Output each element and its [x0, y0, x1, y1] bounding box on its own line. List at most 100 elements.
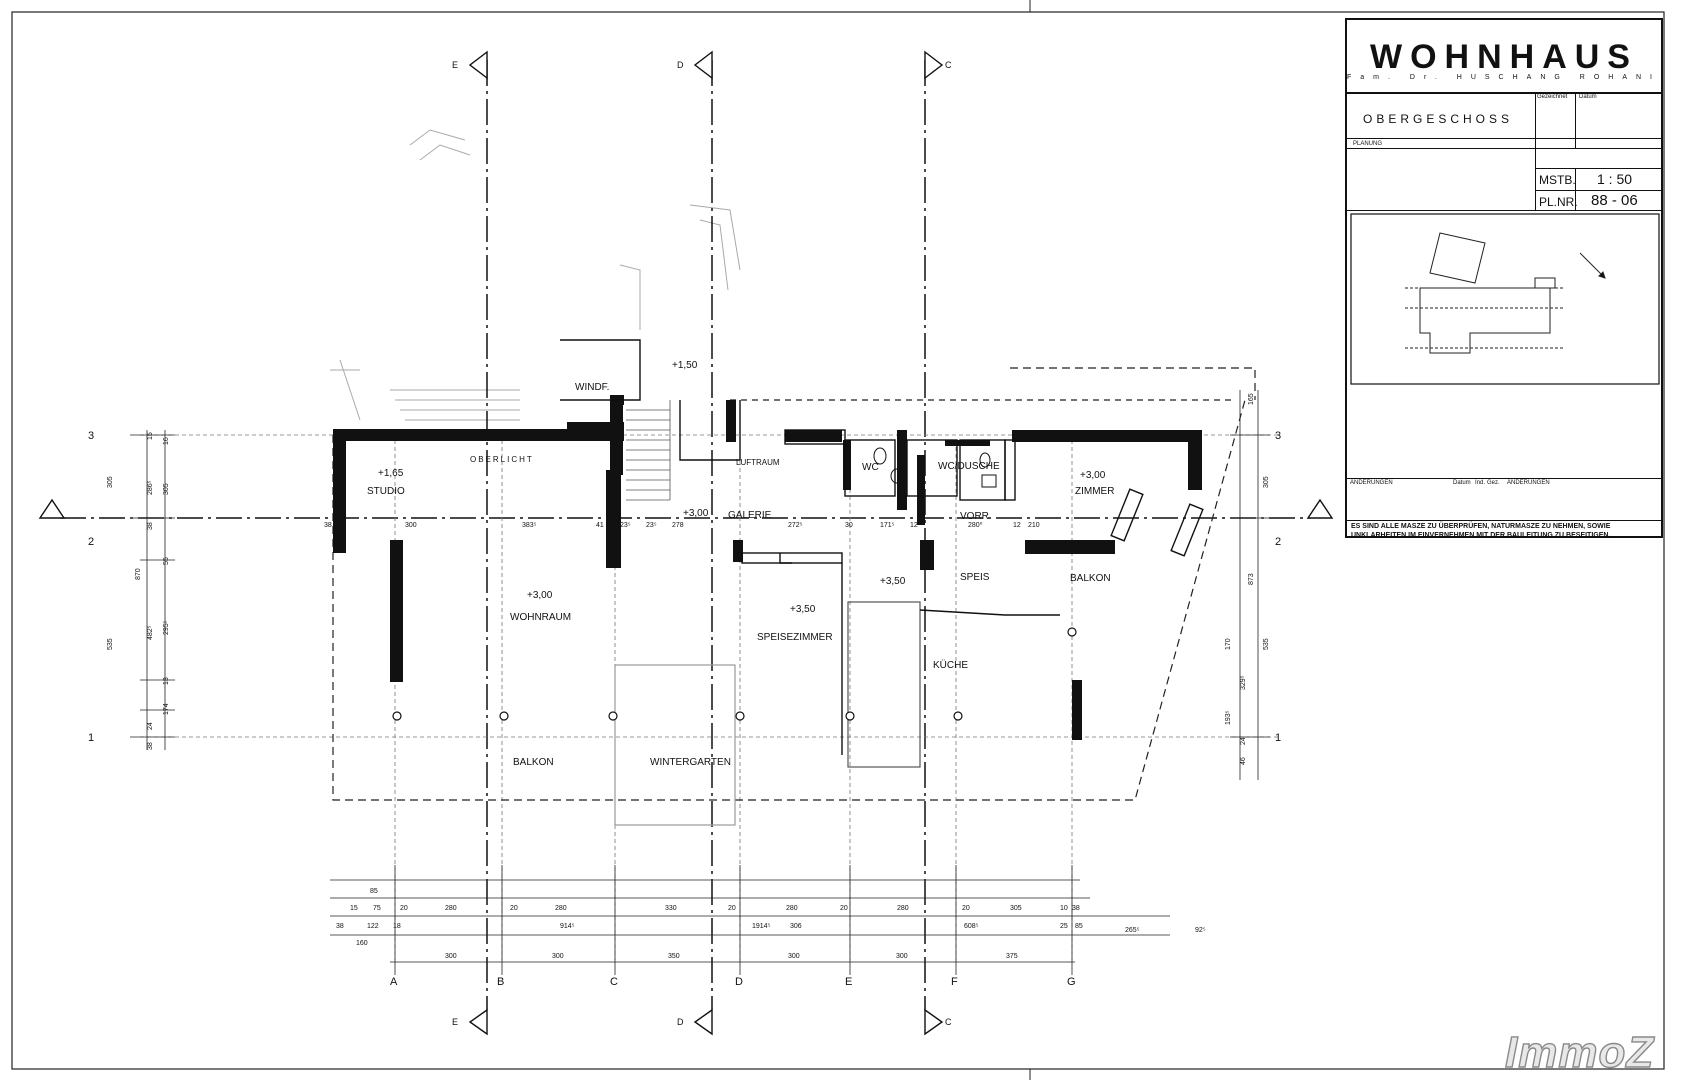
dim-text: 300: [445, 953, 457, 960]
key-plan: [1350, 213, 1660, 385]
dim-text: 13: [163, 677, 170, 685]
section-marker-d-bottom: [693, 1008, 713, 1036]
dim-text: 280⁰: [968, 521, 983, 529]
dim-text: 608⁵: [964, 923, 979, 930]
tb-divider: [1347, 478, 1661, 479]
dim-text: 75: [373, 905, 381, 912]
bottom-dimensions: [330, 865, 1170, 975]
section-lines: [60, 60, 1310, 1010]
dim-text: 122: [367, 923, 379, 930]
dim-text: 305: [107, 476, 114, 488]
axis-row-1-right: 1: [1275, 732, 1281, 744]
label-oberlicht: OBERLICHT: [470, 455, 534, 464]
floor-name: OBERGESCHOSS: [1363, 112, 1514, 126]
dim-text: 18: [393, 923, 401, 930]
section-marker-d-top: [693, 50, 713, 80]
watermark-logo: ImmoZ: [1504, 1027, 1655, 1077]
room-label-speisezimmer: SPEISEZIMMER: [757, 632, 833, 643]
gezeichnet-label: Gezeichnet: [1537, 94, 1568, 100]
level-speisezimmer: +3,50: [790, 604, 816, 615]
axis-row-2-left: 2: [88, 536, 94, 548]
room-label-luftraum: LUFTRAUM: [736, 458, 780, 467]
dim-text: 193⁵: [1225, 710, 1232, 725]
dim-text: 20: [728, 905, 736, 912]
axis-col-a: A: [390, 976, 398, 988]
dim-text: 873: [1248, 573, 1255, 585]
section-marker-e-bottom: [468, 1008, 488, 1036]
title-header: WOHNHAUS Fam. Dr. HUSCHANG ROHANI: [1347, 20, 1661, 94]
changes-gez: Gez.: [1487, 480, 1500, 486]
dim-text: 306: [790, 923, 802, 930]
dim-text: 25: [1060, 923, 1068, 930]
right-dimension-texts: 165 305 873 535 170 329⁵ 193⁵ 24 46: [1225, 393, 1270, 765]
dim-text: 38: [324, 522, 332, 529]
dim-text: 300: [788, 953, 800, 960]
dim-text: 286⁵: [147, 480, 154, 495]
section-marker-c-bottom: [924, 1008, 944, 1036]
columns: [392, 627, 1077, 721]
dim-text: 20: [962, 905, 970, 912]
dim-text: 914⁵: [560, 923, 575, 930]
dim-text: 210: [1028, 522, 1040, 529]
axis-col-d: D: [735, 976, 743, 988]
dim-text: 30: [845, 522, 853, 529]
section-letters: E D C C D E: [452, 60, 952, 1027]
dim-text: 870: [135, 568, 142, 580]
bottom-dimension-texts: 85 15 75 20 280 20 280 330 20 280 20 280…: [336, 888, 1206, 960]
dim-text: 305: [163, 483, 170, 495]
room-label-wintergarten: WINTERGARTEN: [650, 757, 731, 768]
plan-no-value: 88 - 06: [1591, 192, 1638, 209]
left-dimension-texts: 305 286⁵ 305 870 535 482⁵ 295⁵ 15 16 38 …: [107, 432, 170, 750]
dim-text: 272⁵: [788, 522, 803, 529]
tb-divider: [1347, 138, 1661, 139]
room-label-balkon-south: BALKON: [513, 757, 554, 768]
section-letter-d-top: D: [677, 60, 684, 70]
room-label-galerie: GALERIE: [728, 510, 772, 521]
dim-text: 23⁵: [646, 522, 657, 529]
section-marker-e-top: [468, 50, 488, 80]
section-letter-c-top: C: [945, 60, 952, 70]
dim-text: 305: [1010, 905, 1022, 912]
dim-text: 280: [445, 905, 457, 912]
dim-text: 23⁵: [620, 522, 631, 529]
dim-text: 92⁵: [1195, 927, 1206, 934]
axis-row-3-left: 3: [88, 430, 94, 442]
right-dimensions: [1230, 390, 1270, 780]
dim-text: 265⁵: [1125, 927, 1140, 934]
tb-divider: [1535, 190, 1663, 191]
axis-col-f: F: [951, 976, 958, 988]
tb-divider: [1347, 210, 1661, 211]
dim-text: 85: [1075, 923, 1083, 930]
dim-text: 329⁵: [1240, 675, 1247, 690]
dim-text: 20: [840, 905, 848, 912]
dim-text: 15: [147, 432, 154, 440]
room-label-zimmer: ZIMMER: [1075, 486, 1114, 497]
changes-label: ÄNDERUNGEN: [1350, 480, 1393, 486]
dim-text: 383⁵: [522, 522, 537, 529]
section-letter-c-bottom: C: [945, 1017, 952, 1027]
dim-text: 46: [1240, 757, 1247, 765]
room-label-kueche: KÜCHE: [933, 659, 968, 671]
dim-text: 41: [596, 522, 604, 529]
dim-text: 38: [336, 923, 344, 930]
sanitary-fixtures: [873, 447, 997, 488]
axis-row-2-right: 2: [1275, 536, 1281, 548]
dim-text: 38: [147, 742, 154, 750]
level-wohnraum: +3,00: [527, 590, 553, 601]
partitions: [560, 339, 1204, 755]
room-label-balkon-east: BALKON: [1070, 573, 1111, 584]
axis-col-b: B: [497, 976, 504, 988]
row-axis-labels: 1 2 3 1 2 3: [88, 430, 1281, 744]
dim-text: 535: [1263, 638, 1270, 650]
dim-text: 85: [370, 888, 378, 895]
room-label-studio: STUDIO: [367, 486, 405, 497]
top-dimension-texts: 38 300 383⁵ 41 23⁵ 23⁵ 278 272⁵ 30 171⁵ …: [324, 521, 1040, 529]
planung-label: PLANUNG: [1353, 141, 1383, 147]
dim-text: 16: [163, 437, 170, 445]
dim-text: 10: [1060, 905, 1068, 912]
tb-divider: [1347, 148, 1661, 149]
owner-name: Fam. Dr. HUSCHANG ROHANI: [1347, 74, 1662, 81]
stair: [626, 400, 671, 501]
changes-ind: Ind.: [1475, 480, 1486, 486]
